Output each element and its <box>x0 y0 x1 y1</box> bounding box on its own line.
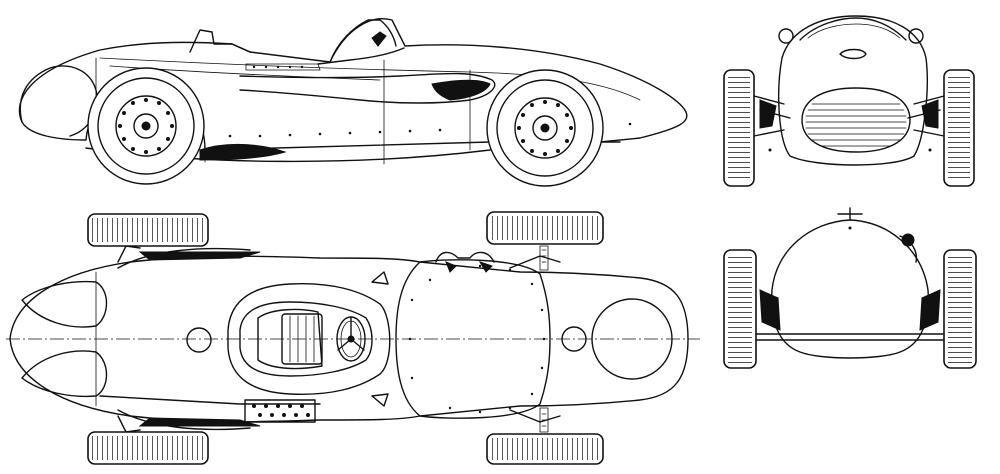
front-view-grille <box>801 87 911 153</box>
top-front-suspension-lower <box>117 409 251 431</box>
side-view <box>18 18 688 187</box>
top-seat-pad <box>281 313 323 365</box>
top-rear-wheel-upper <box>486 211 604 245</box>
rear-view-axle <box>755 333 945 341</box>
rear-view-right-tyre <box>943 249 977 369</box>
side-cockpit-rim <box>317 47 405 65</box>
top-front-wheel-lower <box>87 431 209 465</box>
top-filler-cap-rear <box>561 326 587 352</box>
front-view-suspension <box>753 95 945 137</box>
front-view-windscreen <box>799 17 907 41</box>
top-seat <box>257 308 323 370</box>
top-filler-cap-front <box>186 327 212 353</box>
top-nose-lobe-lower <box>21 350 108 398</box>
top-cockpit-opening <box>239 301 373 377</box>
side-exhaust-pipe <box>239 72 496 104</box>
side-front-wheel <box>87 67 205 185</box>
side-windscreen <box>329 19 397 63</box>
top-rear-suspension-upper <box>435 245 561 273</box>
front-view-grille-bars <box>805 103 907 147</box>
side-nose-intake <box>19 65 98 137</box>
front-view-right-tyre <box>943 69 975 187</box>
front-view-left-tyre <box>723 69 755 187</box>
top-front-wheel-upper <box>87 213 209 247</box>
rear-view-left-tyre <box>723 249 757 369</box>
top-rear-wheel-lower <box>486 433 604 465</box>
front-view-mirror-left <box>778 28 794 44</box>
top-cockpit-surround <box>227 282 391 396</box>
top-tail-cover <box>591 298 673 380</box>
side-louvre-dots <box>252 65 304 69</box>
top-louvre-plate <box>244 399 316 423</box>
top-nose-lobe-upper <box>21 280 108 328</box>
front-view <box>723 15 975 187</box>
top-steering-wheel-icon <box>336 316 366 362</box>
top-tail-panel <box>395 259 551 419</box>
top-seat-ribs <box>289 315 315 363</box>
side-bonnet-scoop <box>189 29 251 53</box>
top-view <box>6 211 700 465</box>
side-lower-vent <box>199 143 287 161</box>
rear-view-tail-detail <box>837 207 863 221</box>
top-front-suspension-upper <box>117 247 251 269</box>
front-view-mirror-right <box>908 28 924 44</box>
side-rear-wheel <box>486 69 604 187</box>
side-exhaust-outlet <box>431 79 491 101</box>
rear-view-body <box>771 219 929 359</box>
top-exhaust <box>99 395 321 405</box>
front-view-body <box>778 15 928 166</box>
rear-view <box>723 207 977 369</box>
top-rear-suspension-lower <box>509 407 561 433</box>
